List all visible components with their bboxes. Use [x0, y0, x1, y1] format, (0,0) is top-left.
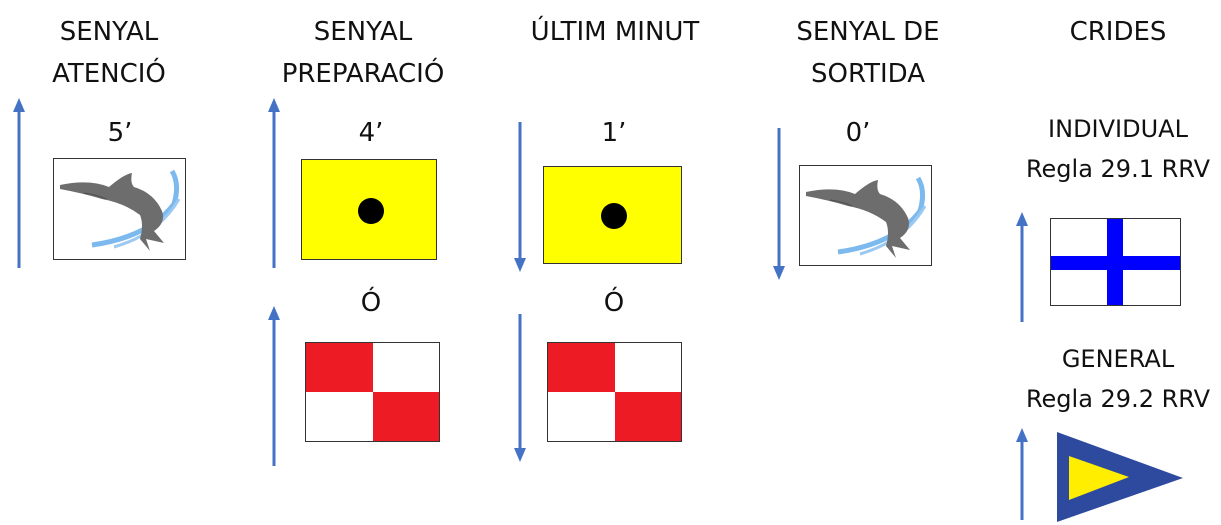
recall-individual-label-1: INDIVIDUAL: [1048, 115, 1188, 143]
recall-individual-label-2: Regla 29.1 RRV: [1025, 155, 1211, 183]
dolphin-icon: [806, 176, 927, 258]
time-1min: 1’: [601, 118, 627, 148]
p-flag-dot: [601, 203, 627, 229]
arrow-up-preparacio-alt: [268, 306, 280, 466]
u-flag-ultim-minut: [547, 342, 682, 442]
or-label-preparacio: Ó: [360, 288, 382, 318]
col-atencio-title-1: SENYAL: [59, 17, 159, 47]
u-flag-red-square: [373, 392, 439, 441]
col-crides-title: CRIDES: [1069, 17, 1167, 47]
x-flag-horizontal-bar: [1051, 256, 1180, 270]
first-substitute-pennant: [1057, 432, 1183, 522]
p-flag-preparacio: [301, 159, 437, 260]
class-flag-dolphin: [53, 158, 186, 260]
col-ultim-minut-title: ÚLTIM MINUT: [530, 17, 700, 47]
u-flag-red-square: [615, 392, 681, 441]
time-0min: 0’: [845, 118, 871, 148]
arrow-up-atencio: [13, 98, 25, 268]
x-flag-individual-recall: [1050, 218, 1181, 306]
u-flag-red-square: [548, 343, 615, 392]
arrow-up-individual-recall: [1016, 212, 1028, 322]
dolphin-icon: [60, 169, 181, 251]
time-4min: 4’: [358, 118, 384, 148]
recall-general-label-2: Regla 29.2 RRV: [1025, 385, 1211, 413]
col-preparacio-title-2: PREPARACIÓ: [281, 59, 445, 89]
arrow-up-general-recall: [1016, 428, 1028, 520]
u-flag-preparacio: [305, 342, 440, 442]
or-label-ultim-minut: Ó: [603, 288, 625, 318]
class-flag-dolphin-start: [799, 165, 932, 266]
arrow-down-ultim-minut: [514, 122, 526, 272]
col-sortida-title-2: SORTIDA: [810, 59, 926, 89]
recall-general-label-1: GENERAL: [1061, 345, 1175, 373]
arrow-down-sortida: [773, 128, 785, 280]
col-atencio-title-2: ATENCIÓ: [52, 59, 166, 89]
p-flag-ultim-minut: [543, 166, 682, 264]
col-sortida-title-1: SENYAL DE: [796, 17, 940, 47]
arrow-up-preparacio: [268, 98, 280, 268]
time-5min: 5’: [107, 118, 133, 148]
arrow-down-ultim-minut-alt: [514, 314, 526, 462]
col-preparacio-title-1: SENYAL: [313, 17, 413, 47]
u-flag-red-square: [306, 343, 373, 392]
p-flag-dot: [358, 198, 384, 224]
